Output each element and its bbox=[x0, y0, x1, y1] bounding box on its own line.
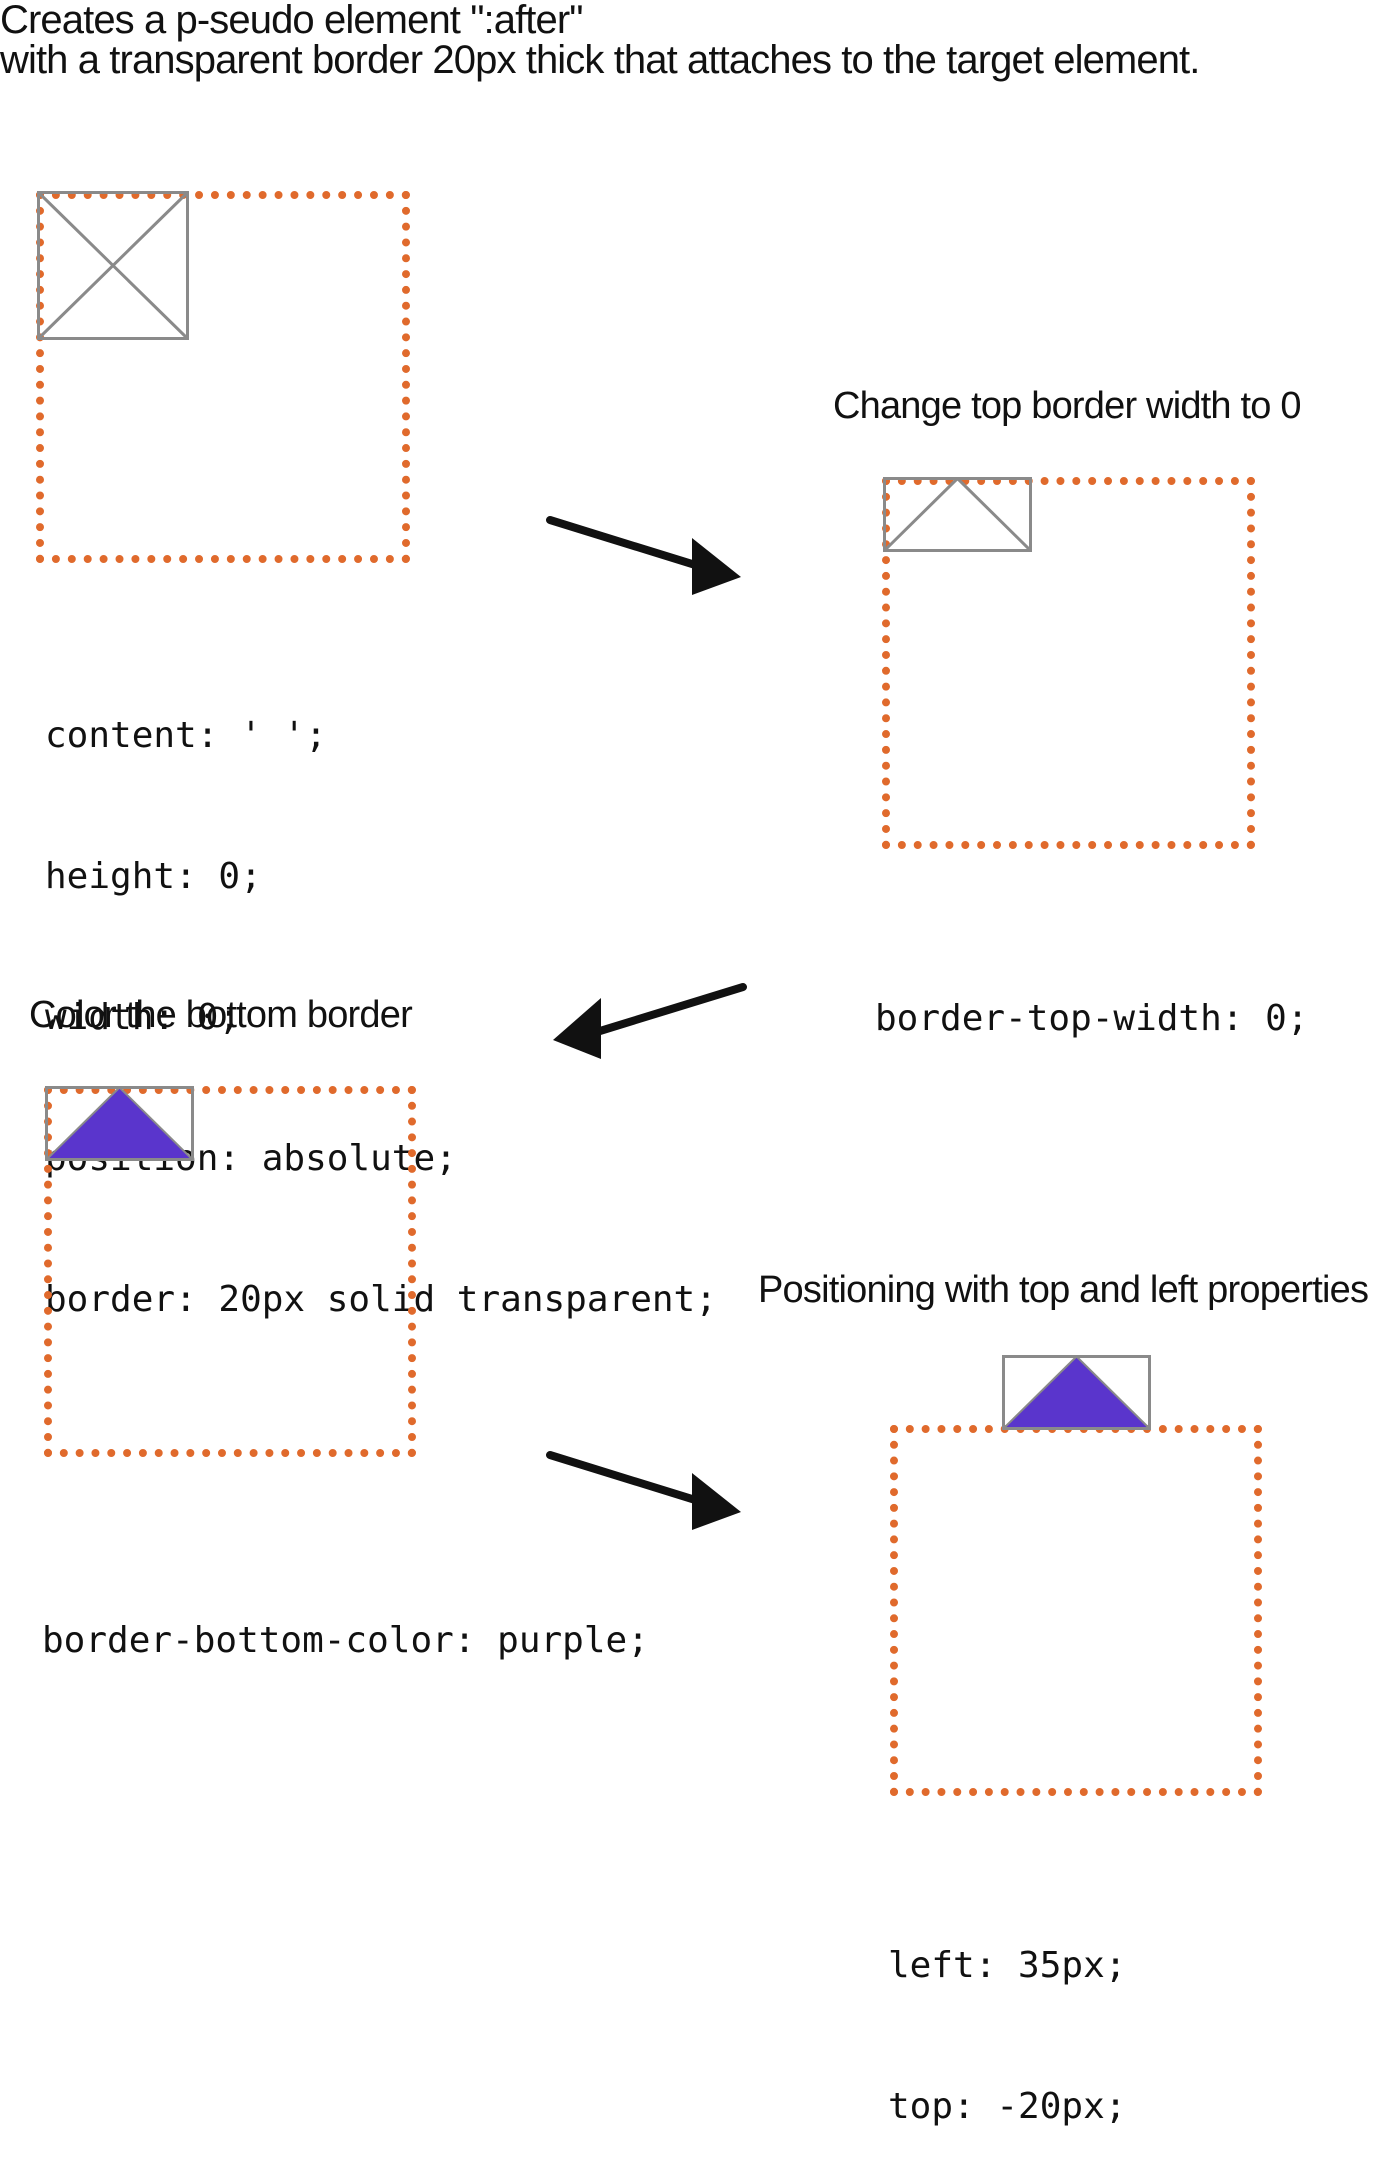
arrow-left-down-icon bbox=[553, 983, 747, 1059]
arrow-right-down-icon bbox=[546, 516, 741, 595]
step2-pseudo-element-box bbox=[883, 477, 1032, 552]
step3-caption: Color the bottom border bbox=[29, 994, 413, 1036]
arrow-right-down-icon bbox=[546, 1451, 741, 1530]
step4-target-element bbox=[890, 1425, 1262, 1796]
intro-line-1: Creates a p-seudo element ":after" bbox=[0, 0, 583, 42]
intro-text: Creates a p-seudo element ":after" with … bbox=[0, 0, 1400, 80]
step4-pseudo-element-box bbox=[1002, 1355, 1151, 1430]
step3-target-element bbox=[44, 1086, 416, 1457]
step4-caption: Positioning with top and left properties bbox=[758, 1269, 1369, 1311]
step4-code: left: 35px; top: -20px; bbox=[888, 1848, 1126, 2177]
step2-target-element bbox=[882, 477, 1255, 849]
step4-code-line: left: 35px; bbox=[888, 1945, 1127, 1986]
step4-code-line: top: -20px; bbox=[888, 2086, 1127, 2127]
step1-code-line: content: ' '; bbox=[45, 715, 327, 756]
step2-caption: Change top border width to 0 bbox=[833, 385, 1302, 427]
step1-code-line: height: 0; bbox=[45, 856, 262, 897]
step1-pseudo-element-box bbox=[37, 191, 189, 340]
step1-target-element bbox=[36, 191, 410, 563]
step3-pseudo-element-box bbox=[45, 1086, 194, 1161]
step3-code-line: border-bottom-color: purple; bbox=[42, 1620, 649, 1661]
step2-code: border-top-width: 0; bbox=[875, 901, 1308, 1089]
step1-code-line: border: 20px solid transparent; bbox=[45, 1279, 717, 1320]
step1-code-line: width: 0; bbox=[45, 997, 241, 1038]
intro-line-2: with a transparent border 20px thick tha… bbox=[0, 38, 1200, 82]
step2-code-line: border-top-width: 0; bbox=[875, 998, 1309, 1039]
step3-code: border-bottom-color: purple; bbox=[42, 1523, 649, 1711]
